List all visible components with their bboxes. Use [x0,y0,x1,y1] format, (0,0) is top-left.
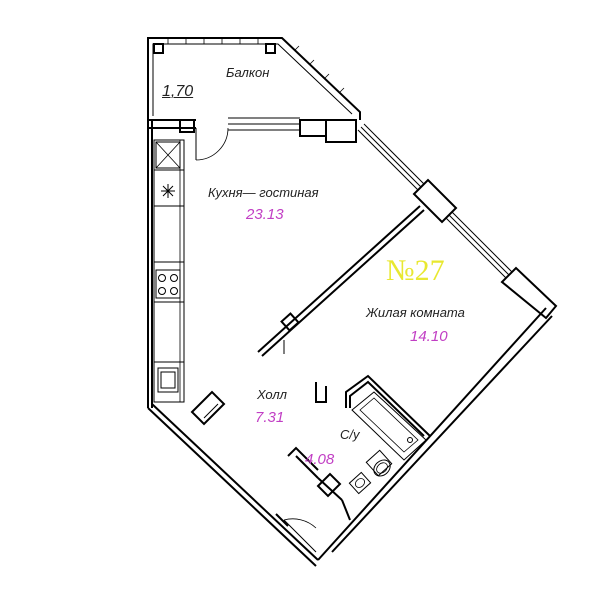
kitchen-living-name: Кухня— гостиная [208,185,319,200]
balcony-door-icon [195,127,229,161]
living-room-name: Жилая комната [366,305,465,320]
bathtub-icon [351,391,427,461]
fan-icon [161,184,175,198]
hall-niche [190,390,226,426]
balcony-name: Балкон [226,65,270,80]
sink-bathroom-icon [348,471,372,495]
bathroom-area: 4.08 [305,451,335,468]
hall-name: Холл [257,387,287,402]
bathroom-walls [287,374,431,521]
toilet-icon [365,449,393,477]
stove-icon [155,269,181,299]
partition-living-room [257,205,425,357]
balcony-area: 1,70 [162,83,194,100]
kitchen-counter [153,139,185,403]
entrance-door-icon [275,513,317,553]
hall-area: 7.31 [255,409,285,426]
kitchen-living-area: 23.13 [246,206,284,223]
sink-icon [157,367,179,393]
bathroom-name: С/у [340,427,360,442]
living-room-area: 14.10 [410,328,448,345]
outer-walls [147,117,558,567]
balcony-outline [147,37,361,120]
apartment-number: №27 [386,254,445,287]
